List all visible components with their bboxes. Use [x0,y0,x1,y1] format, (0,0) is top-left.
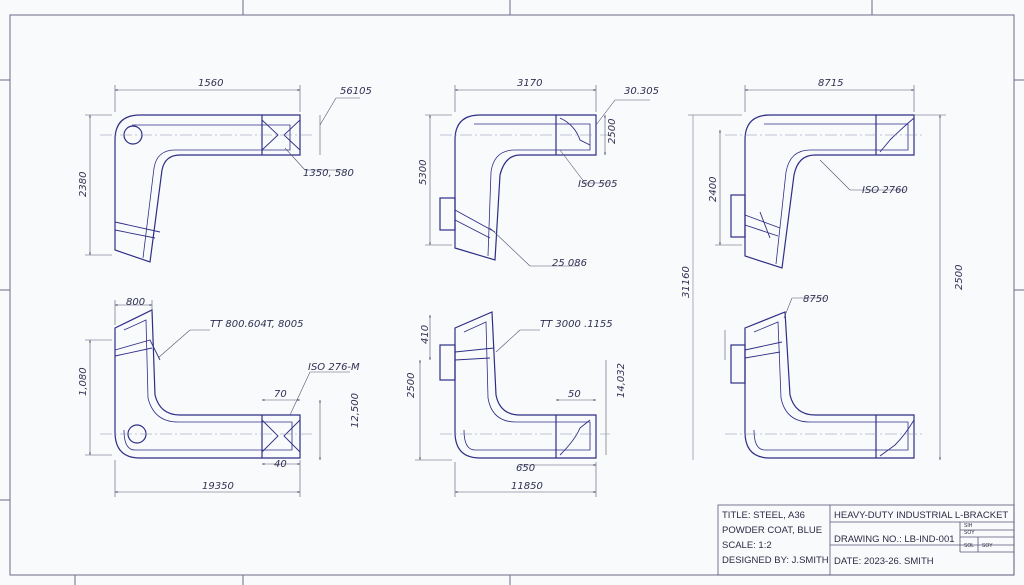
dim-bl-right: 12,500 [350,393,361,428]
dim-tl-callout: 56105 [340,86,372,97]
dim-bl-under: 40 [274,459,287,470]
dims-top-right [688,85,946,461]
bracket-top-left [114,114,301,263]
dim-tl-iso: 1350, 580 [303,168,354,179]
bracket-bottom-left [114,309,301,459]
dim-bm-right: 14,032 [616,363,627,398]
dims-top-middle [425,85,650,267]
dim-br-callout: 8750 [803,294,828,305]
title-scale: SCALE: 1:2 [722,540,772,551]
dim-tm-iso: ISO 505 [578,179,617,190]
dim-tm-callout: 30.305 [624,86,659,97]
dim-bl-coat: TT 800.604T, 8005 [210,319,303,330]
dim-tm-top: 3170 [517,78,542,89]
dim-bm-under: 650 [516,463,535,474]
dim-tr-top: 8715 [818,78,843,89]
dim-bm-small: 410 [420,325,431,344]
dim-bl-top: 800 [126,297,145,308]
rev-cell-a: SIH [964,523,973,529]
dims-bottom-left [85,300,350,497]
dim-tr-iso: ISO 2760 [862,185,908,196]
rev-cell-d: SOY [982,543,993,549]
dim-tm-right: 2500 [607,119,618,144]
title-material: TITLE: STEEL, A36 [722,510,805,521]
dim-bl-slot: 70 [274,389,287,400]
dim-tr-overall: 31160 [681,266,692,298]
dim-bl-left: 1,080 [78,367,89,396]
dim-tm-left: 5300 [418,160,429,185]
bracket-bottom-right [730,311,915,459]
dim-tm-bottom: 25 086 [552,258,587,269]
dim-bm-left: 2500 [406,373,417,398]
dim-bm-bottom: 11850 [511,481,543,492]
dimension-labels: 1560 56105 2380 1350, 580 3170 30.305 25… [78,78,965,492]
dim-bl-iso: ISO 276-M [308,362,360,373]
rev-cell-b: SOY [964,530,975,536]
dim-bm-slot: 50 [568,389,581,400]
rev-cell-c: SOL [964,543,975,549]
title-finish: POWDER COAT, BLUE [722,525,823,536]
title-date: DATE: 2023-26. SMITH [834,556,934,567]
dim-tl-top: 1560 [198,78,223,89]
dim-tr-right: 2500 [954,265,965,290]
dims-top-left [85,85,360,256]
title-block-frame [717,504,1015,576]
dim-tr-left: 2400 [708,177,719,202]
title-designer: DESIGNED BY: J.SMITH [722,555,829,566]
bracket-bottom-middle [439,311,597,459]
bracket-top-right [730,114,915,269]
bracket-top-middle [439,114,597,261]
dim-bm-coat: TT 3000 .1155 [540,319,613,330]
dims-bottom-middle [415,314,610,497]
dims-bottom-right [724,297,925,435]
title-drawing-no: DRAWING NO.: LB-IND-001 [834,534,955,545]
dim-tl-left: 2380 [78,172,89,197]
title-part-name: HEAVY-DUTY INDUSTRIAL L-BRACKET [834,510,1009,521]
dim-bl-bottom: 19350 [202,481,234,492]
